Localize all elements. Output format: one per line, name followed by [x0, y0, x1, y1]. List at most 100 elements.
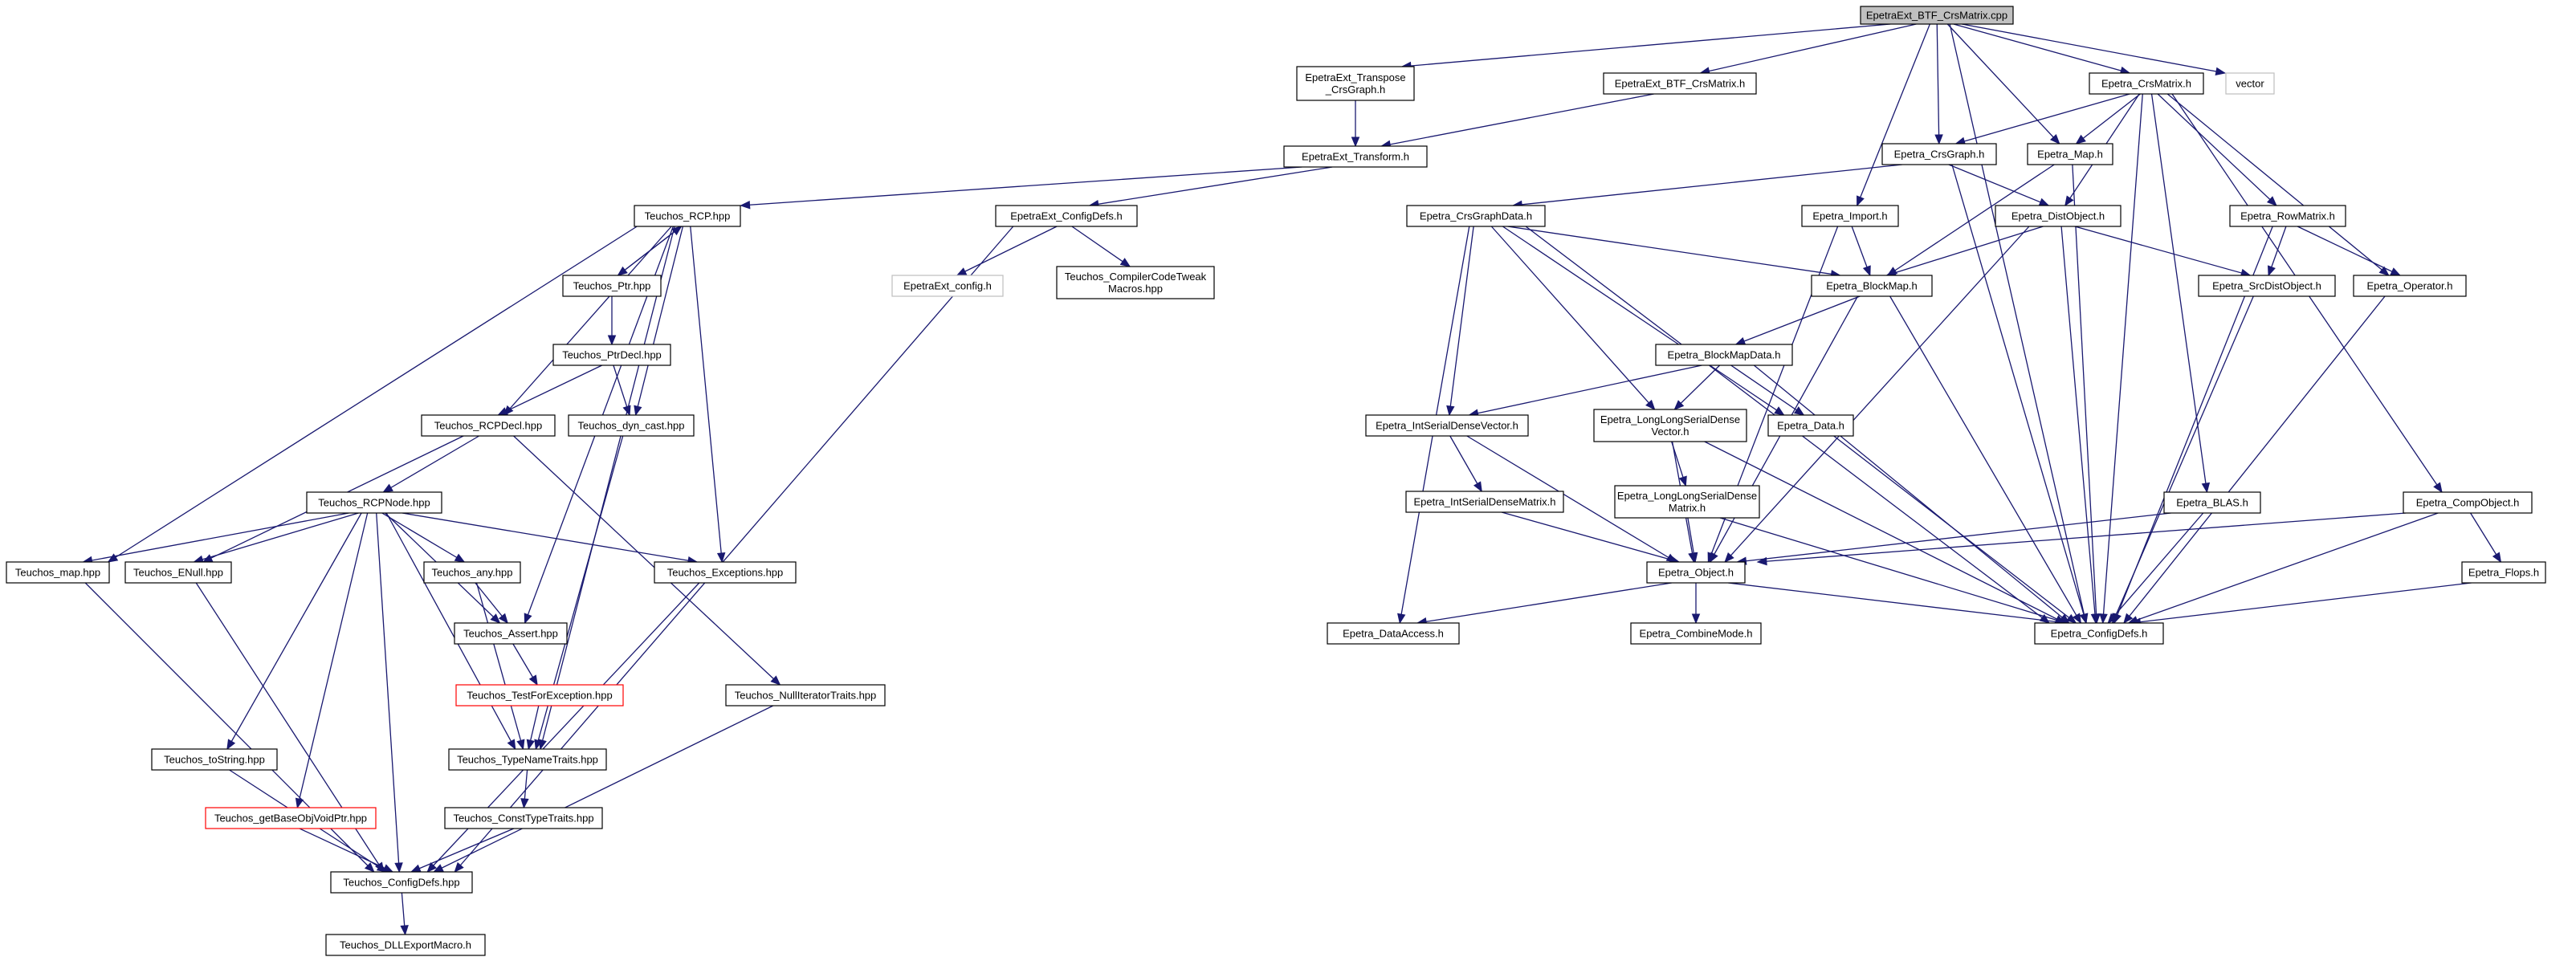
edge-arrowhead	[2107, 613, 2117, 624]
node-rcp[interactable]: Teuchos_RCP.hpp	[634, 205, 741, 227]
node-box	[891, 275, 1004, 297]
edge-line	[1887, 164, 2055, 276]
node-assert[interactable]: Teuchos_Assert.hpp	[454, 622, 568, 645]
edge-root-to-emap	[1946, 23, 2060, 145]
node-intmat[interactable]: Epetra_IntSerialDenseMatrix.h	[1405, 491, 1564, 513]
node-operator[interactable]: Epetra_Operator.h	[2353, 275, 2467, 297]
edge-line	[1886, 226, 2044, 276]
node-econfig[interactable]: Epetra_ConfigDefs.h	[2034, 622, 2164, 645]
edge-line	[454, 226, 1014, 873]
edge-arrowhead	[2038, 197, 2050, 206]
node-box	[2403, 491, 2533, 514]
edge-distobject-to-blockmap	[1885, 226, 2044, 277]
edge-arrowhead	[2090, 613, 2100, 625]
edge-arrowhead	[1678, 475, 1687, 487]
node-root[interactable]: EpetraExt_BTF_CrsMatrix.cpp	[1860, 6, 2014, 25]
node-label: Teuchos_ConstTypeTraits.hpp	[453, 812, 593, 824]
edge-line	[1889, 295, 2081, 624]
node-blockmap[interactable]: Epetra_BlockMap.h	[1811, 275, 1933, 297]
node-import[interactable]: Epetra_Import.h	[1801, 205, 1899, 227]
node-label: Teuchos_toString.hpp	[164, 753, 265, 765]
node-label: Epetra_CombineMode.h	[1640, 627, 1753, 639]
node-map[interactable]: Teuchos_map.hpp	[6, 561, 110, 584]
edge-arrowhead	[1724, 552, 1734, 563]
edge-arrowhead	[2079, 613, 2088, 625]
edge-root-to-import	[1857, 23, 1930, 207]
node-extconfigh[interactable]: EpetraExt_config.h	[891, 275, 1004, 297]
edge-extconfig-to-extconfigh	[956, 226, 1058, 276]
node-transform[interactable]: EpetraExt_Transform.h	[1283, 145, 1428, 168]
node-compobject[interactable]: Epetra_CompObject.h	[2403, 491, 2533, 514]
edge-line	[108, 226, 638, 563]
node-rowmatrix[interactable]: Epetra_RowMatrix.h	[2229, 205, 2346, 227]
node-dataaccess[interactable]: Epetra_DataAccess.h	[1327, 622, 1460, 645]
node-label: vector	[2236, 77, 2264, 89]
edge-arrowhead	[364, 862, 375, 873]
edge-arrowhead	[516, 739, 525, 751]
node-distobject[interactable]: Epetra_DistObject.h	[1995, 205, 2122, 227]
edge-object-to-combine	[1691, 583, 1701, 625]
node-srcdist[interactable]: Epetra_SrcDistObject.h	[2198, 275, 2336, 297]
node-dllexport[interactable]: Teuchos_DLLExportMacro.h	[325, 934, 486, 956]
node-label: Epetra_IntSerialDenseVector.h	[1376, 419, 1518, 431]
node-box	[421, 414, 556, 437]
edge-arrowhead	[528, 674, 538, 686]
edge-line	[1948, 164, 2049, 206]
node-nulliter[interactable]: Teuchos_NullIteratorTraits.hpp	[725, 684, 886, 706]
node-ptrdecl[interactable]: Teuchos_PtrDecl.hpp	[552, 344, 671, 366]
node-dyncast[interactable]: Teuchos_dyn_cast.hpp	[568, 414, 695, 437]
node-tconfig[interactable]: Teuchos_ConfigDefs.hpp	[330, 871, 473, 894]
edge-operator-to-econfig	[2123, 295, 2386, 625]
edge-line	[1501, 511, 1680, 563]
node-blockmapdata[interactable]: Epetra_BlockMapData.h	[1655, 344, 1793, 366]
edge-line	[1469, 364, 1702, 416]
node-label: EpetraExt_BTF_CrsMatrix.cpp	[1866, 9, 2007, 21]
node-crsmatrix[interactable]: Epetra_CrsMatrix.h	[2089, 72, 2204, 95]
node-consttype[interactable]: Teuchos_ConstTypeTraits.hpp	[444, 807, 603, 829]
edge-crsgraphdata-to-llvec	[1490, 226, 1656, 410]
node-transpose[interactable]: EpetraExt_Transpose_CrsGraph.h	[1296, 66, 1415, 101]
node-crsgraphdata[interactable]: Epetra_CrsGraphData.h	[1406, 205, 1546, 227]
node-rcpnode[interactable]: Teuchos_RCPNode.hpp	[306, 491, 442, 514]
edge-arrowhead	[410, 864, 422, 873]
edge-crsmatrix-to-operator	[2166, 93, 2390, 276]
node-emap[interactable]: Epetra_Map.h	[2027, 143, 2113, 165]
edge-import-to-blockmap	[1851, 226, 1871, 277]
edge-arrowhead	[2201, 482, 2211, 494]
node-object[interactable]: Epetra_Object.h	[1646, 561, 1746, 584]
node-combine[interactable]: Epetra_CombineMode.h	[1630, 622, 1762, 645]
node-flops[interactable]: Epetra_Flops.h	[2461, 561, 2546, 584]
node-vector[interactable]: vector	[2225, 72, 2275, 95]
node-btfh[interactable]: EpetraExt_BTF_CrsMatrix.h	[1603, 72, 1757, 95]
node-extconfig[interactable]: EpetraExt_ConfigDefs.h	[995, 205, 1138, 227]
node-exceptions[interactable]: Teuchos_Exceptions.hpp	[654, 561, 797, 584]
node-blas[interactable]: Epetra_BLAS.h	[2163, 491, 2261, 514]
node-rcpdecl[interactable]: Teuchos_RCPDecl.hpp	[421, 414, 556, 437]
edge-line	[1449, 226, 1474, 416]
node-intvec[interactable]: Epetra_IntSerialDenseVector.h	[1365, 414, 1529, 437]
node-typename[interactable]: Teuchos_TypeNameTraits.hpp	[448, 748, 607, 771]
edge-line	[1490, 226, 1656, 410]
edge-line	[1704, 441, 2065, 624]
edge-arrowhead	[607, 335, 617, 346]
node-any[interactable]: Teuchos_any.hpp	[423, 561, 521, 584]
edge-line	[1737, 512, 2171, 563]
node-ptr[interactable]: Teuchos_Ptr.hpp	[562, 275, 662, 297]
node-enull[interactable]: Teuchos_ENull.hpp	[124, 561, 232, 584]
node-testfor[interactable]: Teuchos_TestForException.hpp	[455, 684, 624, 706]
edge-arrowhead	[295, 797, 304, 809]
edge-arrowhead	[454, 553, 466, 563]
node-data[interactable]: Epetra_Data.h	[1767, 414, 1854, 437]
edge-arrowhead	[1793, 406, 1805, 416]
node-crsgraph[interactable]: Epetra_CrsGraph.h	[1881, 143, 1997, 165]
node-box	[1406, 205, 1546, 227]
node-label: Teuchos_Exceptions.hpp	[667, 566, 784, 578]
node-box	[552, 344, 671, 366]
edge-crsmatrix-to-rowmatrix	[2157, 93, 2277, 206]
edge-arrowhead	[1756, 556, 1767, 566]
node-tostring[interactable]: Teuchos_toString.hpp	[151, 748, 278, 771]
node-getbase[interactable]: Teuchos_getBaseObjVoidPtr.hpp	[205, 807, 377, 829]
